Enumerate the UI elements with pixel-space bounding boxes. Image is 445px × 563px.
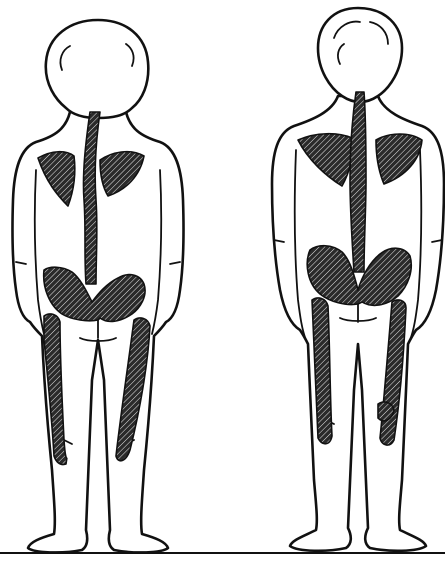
adult-figure bbox=[272, 8, 444, 551]
child-figure bbox=[12, 20, 183, 552]
adult-spine bbox=[350, 92, 366, 272]
